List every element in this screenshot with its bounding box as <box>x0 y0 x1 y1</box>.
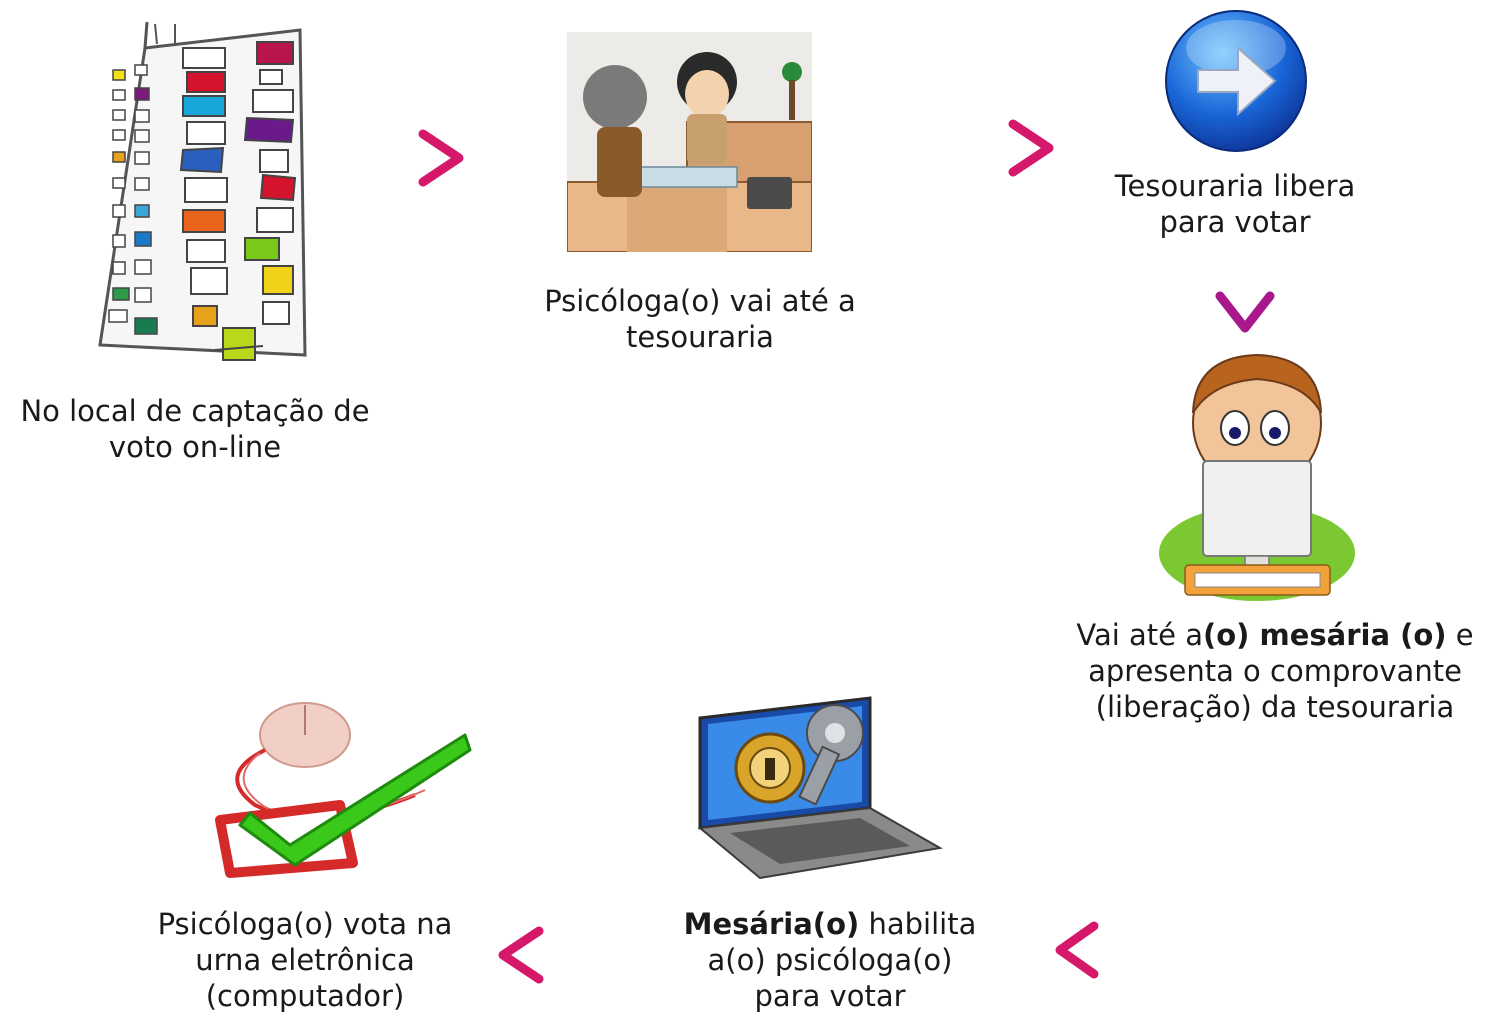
caption-line: Tesouraria libera <box>1114 169 1356 203</box>
caption-text: Vai até a <box>1076 618 1203 652</box>
caption-bold-text: (o) mesária (o) <box>1202 618 1447 652</box>
caption-text: habilita <box>859 907 977 941</box>
arrow-right-2 <box>924 119 1054 177</box>
caption-line: a(o) psicóloga(o) <box>707 943 953 977</box>
arrow-bent-left <box>1055 796 1278 979</box>
caption-line: (computador) <box>205 979 405 1013</box>
caption-line: Vai até a(o) mesária (o) e <box>1040 617 1510 653</box>
step-treasury-caption: Psicóloga(o) vai até a tesouraria <box>515 283 885 355</box>
arrow-down-1 <box>1215 249 1275 333</box>
caption-bold-text: Mesária(o) <box>683 907 860 941</box>
caption-line: tesouraria <box>626 320 774 354</box>
step-enable-caption: Mesária(o) habilita a(o) psicóloga(o) pa… <box>650 906 1010 1014</box>
blue-forward-arrow-button <box>1165 10 1307 152</box>
caption-line: apresenta o comprovante <box>1088 654 1462 688</box>
caption-line: para votar <box>1159 205 1311 239</box>
caption-line: Psicóloga(o) vai até a <box>544 284 856 318</box>
arrow-right-1 <box>334 129 464 187</box>
office-building-illustration <box>98 21 307 361</box>
treasury-counter-illustration <box>567 32 812 252</box>
caption-line: urna eletrônica <box>195 943 415 977</box>
person-at-computer-illustration <box>1159 353 1355 601</box>
caption-line: (liberação) da tesouraria <box>1095 690 1455 724</box>
step-clerk-caption: Vai até a(o) mesária (o) e apresenta o c… <box>1040 617 1510 725</box>
caption-line: para votar <box>754 979 906 1013</box>
step-vote-caption: Psicóloga(o) vota na urna eletrônica (co… <box>130 906 480 1014</box>
caption-line: Psicóloga(o) vota na <box>157 907 453 941</box>
caption-line: voto on-line <box>108 430 282 464</box>
step-release-caption: Tesouraria libera para votar <box>1085 168 1385 240</box>
laptop-with-lock-and-key-illustration <box>697 696 943 880</box>
caption-line: No local de captação de <box>20 394 370 428</box>
arrow-left-1 <box>498 926 640 984</box>
caption-text: e <box>1446 618 1474 652</box>
caption-line: Mesária(o) habilita <box>650 906 1010 942</box>
step-building-caption: No local de captação de voto on-line <box>0 393 390 465</box>
mouse-with-checkmark-illustration <box>215 702 472 878</box>
